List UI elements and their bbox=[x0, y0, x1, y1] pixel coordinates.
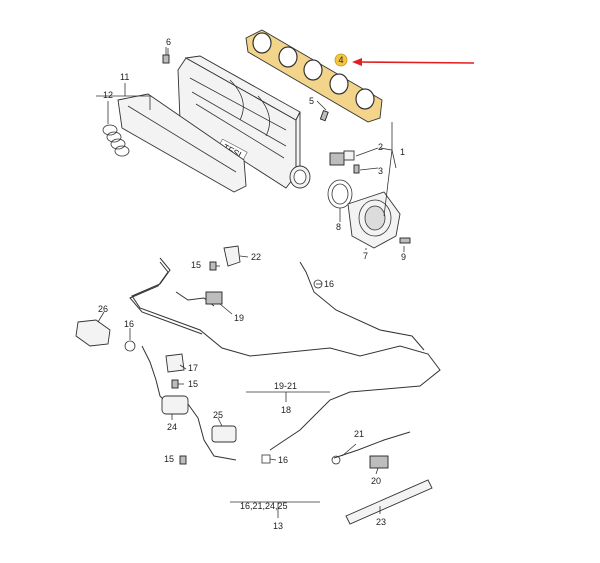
callout-5: 5 bbox=[309, 96, 314, 106]
callout-18-sub: 19-21 bbox=[274, 381, 297, 391]
bolt-part-15-top[interactable] bbox=[209, 261, 217, 271]
callout-16-right: 16 bbox=[324, 279, 334, 289]
bolt-part-15-low[interactable] bbox=[179, 455, 187, 465]
callout-1: 1 bbox=[400, 147, 405, 157]
valve-part-25[interactable] bbox=[211, 425, 237, 443]
callout-12: 12 bbox=[103, 90, 113, 100]
engine-cover[interactable] bbox=[117, 93, 247, 193]
callout-17: 17 bbox=[188, 363, 198, 373]
callout-21: 21 bbox=[354, 429, 364, 439]
holder-part-20[interactable] bbox=[369, 455, 389, 469]
bolt-part-3[interactable] bbox=[353, 164, 360, 174]
callout-25: 25 bbox=[213, 410, 223, 420]
callout-3: 3 bbox=[378, 166, 383, 176]
callout-20: 20 bbox=[371, 476, 381, 486]
throttle-body-part-7[interactable] bbox=[347, 191, 401, 249]
callout-15-top: 15 bbox=[191, 260, 201, 270]
red-pointer-arrow bbox=[352, 58, 475, 66]
bracket-part-17[interactable] bbox=[165, 353, 185, 373]
callout-24: 24 bbox=[167, 422, 177, 432]
sensor-part-2[interactable] bbox=[329, 150, 355, 166]
callout-4: 4 bbox=[338, 55, 343, 65]
callout-4-badge[interactable]: 4 bbox=[334, 53, 348, 67]
bolt-part-6[interactable] bbox=[162, 47, 170, 64]
callout-2: 2 bbox=[378, 142, 383, 152]
callout-16-low: 16 bbox=[278, 455, 288, 465]
clip-part-16-left[interactable] bbox=[124, 340, 136, 352]
clip-part-16-low[interactable] bbox=[261, 454, 271, 464]
cable-tie-part-21[interactable] bbox=[331, 431, 411, 465]
valve-part-26[interactable] bbox=[75, 319, 111, 347]
callout-19: 19 bbox=[234, 313, 244, 323]
gasket-part-4[interactable] bbox=[245, 29, 383, 123]
callout-23: 23 bbox=[376, 517, 386, 527]
callout-8: 8 bbox=[336, 222, 341, 232]
callout-15-low: 15 bbox=[164, 454, 174, 464]
o-rings-part-12[interactable] bbox=[102, 124, 130, 157]
hose-part-24[interactable] bbox=[141, 345, 237, 461]
callout-6: 6 bbox=[166, 37, 171, 47]
callout-16-left: 16 bbox=[124, 319, 134, 329]
stud-part-5[interactable] bbox=[319, 109, 329, 122]
callout-labels: 1 2 3 5 6 7 8 9 11 12 13 16,21,24,25 15 … bbox=[98, 37, 406, 531]
bolt-part-15-mid[interactable] bbox=[171, 379, 179, 389]
bracket-part-22[interactable] bbox=[223, 245, 241, 267]
callout-15-mid: 15 bbox=[188, 379, 198, 389]
callout-9: 9 bbox=[401, 252, 406, 262]
hose-part-19[interactable] bbox=[175, 291, 223, 307]
bolt-part-9[interactable] bbox=[399, 237, 411, 244]
callout-7: 7 bbox=[363, 251, 368, 261]
callout-13: 13 bbox=[273, 521, 283, 531]
callout-18: 18 bbox=[281, 405, 291, 415]
callout-22: 22 bbox=[251, 252, 261, 262]
vacuum-line-long[interactable] bbox=[129, 257, 441, 451]
callout-11: 11 bbox=[120, 72, 129, 82]
leader-lines bbox=[96, 48, 405, 518]
callout-13-sub: 16,21,24,25 bbox=[240, 501, 288, 511]
strip-part-23[interactable] bbox=[345, 479, 433, 525]
callout-26: 26 bbox=[98, 304, 108, 314]
